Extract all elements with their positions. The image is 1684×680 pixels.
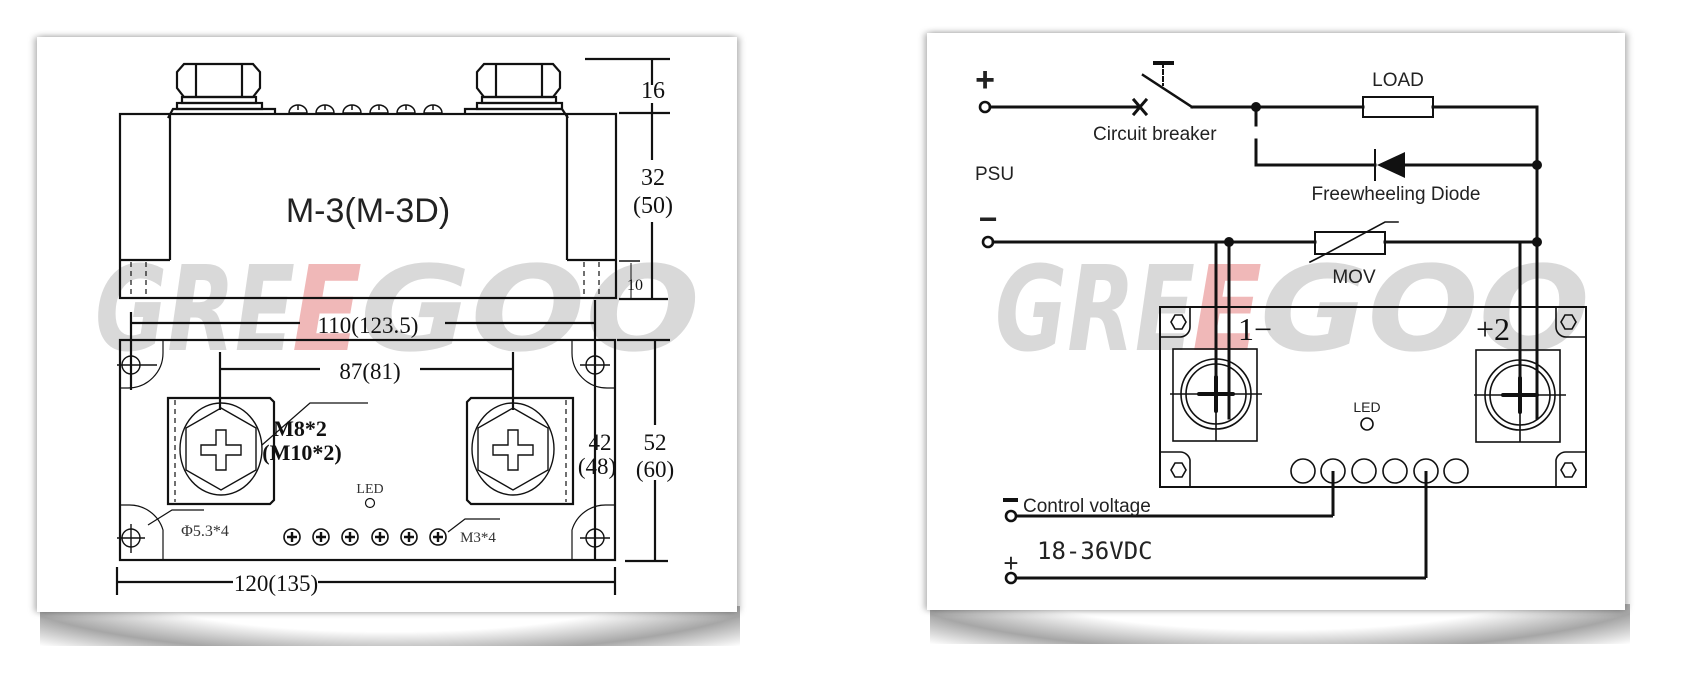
mount-holes [117, 352, 610, 553]
watermark: GRE E GOO [995, 240, 1590, 378]
terminal-nut-left [167, 62, 277, 119]
control-screws-side [288, 104, 443, 114]
mov-label: MOV [1332, 267, 1376, 288]
svg-text:E: E [292, 240, 362, 378]
psu-label: PSU [975, 164, 1014, 185]
dim-hole-spacing-v: 42 [589, 430, 612, 455]
svg-text:GOO: GOO [1260, 240, 1590, 378]
terminal-screw-label: M8*2 [273, 416, 327, 441]
control-screw-label: M3*4 [460, 530, 496, 546]
terminal-nut-right [463, 62, 569, 119]
control-plus-terminal [1004, 571, 1018, 585]
control-minus-terminal [1004, 509, 1018, 523]
dim-top-height: 16 [641, 78, 665, 104]
control-voltage-label: Control voltage [1023, 496, 1151, 517]
load-resistor [1362, 96, 1434, 118]
module-plan-body [118, 338, 617, 562]
circuit-breaker-switch [1141, 73, 1194, 109]
dim-base-height: 10 [627, 277, 643, 294]
control-pins [1290, 458, 1469, 484]
watermark: GRE E GOO [95, 240, 700, 378]
terminal-screw-alt-label: (M10*2) [262, 440, 341, 465]
dim-terminal-spacing: 87(81) [339, 359, 400, 384]
freewheeling-diode-label: Freewheeling Diode [1312, 184, 1481, 205]
control-screws-plan [216, 526, 447, 546]
module-side-body [118, 112, 618, 300]
dim-hole-spacing: 110(123.5) [318, 313, 419, 338]
breaker-x [1131, 97, 1149, 117]
model-label: M-3(M-3D) [286, 192, 450, 230]
svg-text:GRE: GRE [95, 240, 295, 378]
dim-total-depth: 52 [644, 430, 667, 455]
control-plus-label: + [1003, 548, 1018, 578]
load-label: LOAD [1372, 70, 1424, 91]
dim-body-height: 32 [641, 165, 665, 191]
dim-total-width: 120(135) [234, 571, 318, 596]
wiring-diagram-card: GRE E GOO [927, 33, 1625, 610]
mount-hole-label: Φ5.3*4 [181, 523, 229, 540]
psu-plus-label: + [975, 61, 995, 99]
dimension-drawing-card: GRE E GOO [37, 37, 737, 612]
svg-text:GRE: GRE [995, 240, 1195, 378]
terminal-block-left [166, 396, 276, 506]
led-label: LED [356, 482, 383, 497]
terminal-2-label: +2 [1476, 311, 1510, 347]
freewheeling-diode [1377, 152, 1405, 178]
module-led-label: LED [1353, 399, 1380, 415]
dimension-drawing: GRE E GOO [95, 57, 700, 596]
terminal-1-label: 1− [1238, 311, 1272, 347]
wiring-diagram: GRE E GOO [975, 61, 1590, 585]
circuit-breaker-label: Circuit breaker [1093, 124, 1217, 145]
psu-minus-label: − [979, 201, 998, 237]
svg-text:E: E [1192, 240, 1262, 378]
svg-text:GOO: GOO [360, 240, 700, 378]
right-card-shadow [930, 604, 1630, 644]
control-range-label: 18-36VDC [1037, 537, 1153, 565]
dim-body-height-alt: (50) [633, 193, 673, 219]
dim-total-depth-alt: (60) [636, 457, 674, 482]
left-card-shadow [40, 606, 740, 646]
terminal-block-right [465, 396, 575, 506]
dim-hole-spacing-v-alt: (48) [578, 454, 616, 479]
